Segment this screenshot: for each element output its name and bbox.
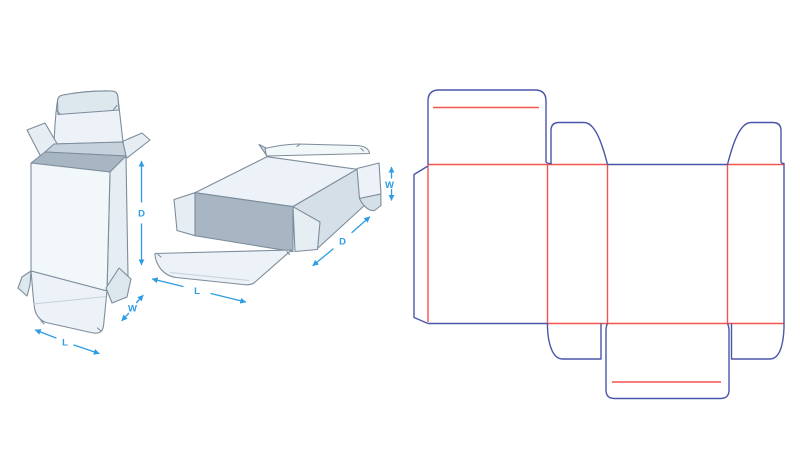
standing-box-tuck-notch-left [55, 109, 61, 115]
standing-box-bottom-right-dust-flap [105, 267, 132, 304]
length-arrow-left-icon [151, 277, 184, 288]
dieline-cut-lines [413, 89, 785, 400]
dieline-top-tuck-lid-cut [427, 89, 552, 165]
standing-box-depth-dimension: D [138, 160, 145, 266]
standing-box-width-label: W [128, 304, 137, 315]
standing-box-tuck-notch-right [112, 104, 118, 111]
standing-box-length-dimension: L [34, 329, 100, 355]
depth-arrow-upright-icon [351, 216, 371, 234]
open-box-lid-notch-b [286, 250, 291, 256]
open-box-length-label: L [194, 286, 200, 297]
open-box-width-label: W [385, 180, 394, 191]
depth-arrow-downleft-icon [312, 248, 334, 267]
length-arrow-right-icon [210, 292, 247, 304]
dieline-top-right-dust-flap-cut [726, 121, 785, 165]
standing-box-top-flap-tuck [56, 90, 120, 116]
standing-box-depth-label: D [138, 209, 145, 220]
dieline-template [413, 89, 785, 400]
open-box-bottom-lid-crease [169, 272, 250, 281]
open-box-illustration: W D L [151, 143, 395, 304]
dieline-crease-lines [427, 106, 784, 383]
standing-box-illustration: D W L [17, 90, 151, 355]
open-box-lid [264, 143, 371, 157]
standing-box-bottom-lid-crease [33, 296, 107, 305]
open-box-bottom-lid [154, 249, 293, 286]
standing-box-bottom-lid [30, 270, 108, 334]
open-box-end-curl-flap [358, 193, 382, 212]
standing-box-lid-notch-right [96, 327, 102, 332]
open-box-width-dimension: W [385, 166, 395, 201]
standing-box-width-dimension: W [121, 294, 144, 322]
dieline-bottom-tuck-lid-cut [605, 323, 730, 400]
open-box-lid-notch-right [360, 147, 365, 152]
standing-box-bottom-left-dust-flap [17, 270, 32, 297]
length-arrow-right-icon [73, 344, 100, 355]
standing-box-lid-notch-left [40, 319, 45, 325]
standing-box-front-panel [30, 162, 111, 292]
dieline-glue-flap-cut [413, 165, 429, 325]
standing-box-length-label: L [62, 338, 68, 349]
dieline-bottom-left-dust-flap-cut [546, 323, 602, 360]
open-box-lid-notch-left [296, 143, 301, 148]
open-box-front-dust-flap [292, 206, 321, 253]
open-box-depth-label: D [339, 237, 346, 248]
open-box-left-dust-flap [173, 192, 196, 237]
open-box-depth-dimension: D [312, 216, 371, 267]
width-arrow-down-icon [121, 312, 130, 322]
open-box-lid-notch-a [157, 253, 162, 258]
open-box-length-dimension: L [151, 277, 247, 304]
dieline-bottom-right-dust-flap-cut [730, 323, 785, 360]
length-arrow-left-icon [34, 329, 57, 339]
open-box-end-flap [356, 162, 382, 200]
dieline-top-left-dust-flap-cut [550, 121, 609, 165]
width-arrow-up-icon [135, 294, 144, 304]
